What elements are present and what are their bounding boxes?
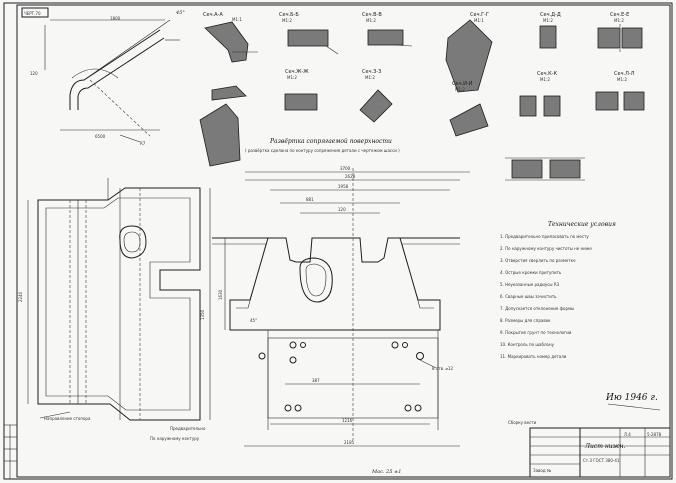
- dim-left-height: 2240: [18, 291, 23, 302]
- section-scale: М1:2: [366, 18, 376, 23]
- section-scale: М1:2: [455, 87, 465, 92]
- main-view: 3700 2628 1958 881 120 387 1216: [212, 166, 470, 447]
- section-label: Сеч.К-К: [537, 71, 557, 77]
- tech-line: 10. Контроль по шаблону: [500, 342, 555, 347]
- corner-stamp-box: [21, 7, 49, 18]
- corner-stamp: ЧЕРТ.70: [24, 11, 41, 16]
- tech-line: 6. Сварные швы зачистить: [500, 294, 557, 299]
- signature: Ию 1946 г.: [605, 393, 658, 403]
- svg-text:R7: R7: [140, 141, 146, 146]
- drawing-number: 5-2878: [647, 432, 662, 437]
- left-callout-2: Предварительно: [170, 426, 206, 431]
- section-e: Сеч.Д-Д М1:2: [539, 12, 561, 49]
- section-scale: М1:2: [617, 77, 627, 82]
- section-a-flange: [211, 85, 247, 101]
- bottom-note: Мас. 25 ±1: [371, 469, 401, 475]
- dim-right-height: 1350: [200, 309, 205, 320]
- svg-text:6500: 6500: [95, 134, 106, 139]
- section-label: Сеч.В-В: [362, 12, 382, 18]
- section-h: Сеч.З-З М1:2: [359, 69, 393, 123]
- left-plan-view: 2240 1350 Направление стопора Предварите…: [18, 178, 211, 431]
- tech-line: 7. Допускается отклонение формы: [500, 306, 574, 311]
- dim-top-inner: 1958: [338, 184, 349, 189]
- section-scale: М1:2: [540, 77, 550, 82]
- section-l: Сеч.Л-Л М1:2: [595, 71, 645, 111]
- section-scale: М1:2: [282, 18, 292, 23]
- dim-holes: 8 отв. ⌀12: [432, 366, 453, 371]
- section-label: Сеч.Д-Д: [540, 12, 561, 18]
- section-scale: М1:2: [287, 75, 297, 80]
- section-a-profile: [199, 103, 241, 167]
- tech-title: Технические условия: [548, 221, 616, 228]
- sheet-number: Л.4: [624, 432, 631, 437]
- svg-text:120: 120: [30, 71, 38, 76]
- development-title: Развёртка сопрягаемой поверхности: [269, 138, 392, 145]
- section-i: Сеч.И-И М1:2: [449, 81, 489, 137]
- angle-label: 45°: [250, 318, 257, 323]
- callout-contour: По наружному контуру: [150, 436, 200, 441]
- section-label: Сеч.И-И: [452, 81, 473, 87]
- outer-frame: [3, 2, 673, 480]
- section-f: Сеч.Е-Е М1:2: [597, 12, 643, 52]
- tech-line: 11. Маркировать номер детали: [500, 354, 567, 359]
- section-d: Сеч.Г-Г М1:1: [445, 12, 493, 93]
- section-label: Сеч.З-З: [362, 69, 381, 75]
- section-a: Сеч.А-А М1:1: [203, 12, 258, 63]
- svg-text:1800: 1800: [110, 16, 121, 21]
- tech-conditions: Технические условия 1. Предварительно пр…: [500, 221, 616, 359]
- section-label: Сеч.Б-Б: [279, 12, 299, 18]
- section-scale: М1:1: [232, 17, 242, 22]
- dim-bottom-b: 1216: [342, 418, 353, 423]
- svg-text:45°: 45°: [175, 10, 185, 16]
- section-k: Сеч.К-К М1:2: [519, 71, 561, 117]
- tech-line: 2. По наружному контуру чистоты не ниже: [500, 246, 592, 251]
- bent-profile-view: 45° 1800 120 6500 R7: [30, 10, 185, 146]
- tech-line: 9. Покрытие грунт по технологии: [500, 330, 572, 335]
- section-scale: М1:2: [365, 75, 375, 80]
- left-callout: Направление стопора: [44, 416, 91, 421]
- development-note: ( развёртка сделана по контуру сопряжени…: [245, 148, 400, 153]
- dim-bottom-c: 2185: [344, 440, 355, 445]
- dim-mid-a: 881: [306, 197, 314, 202]
- section-label: Сеч.Л-Л: [614, 71, 635, 77]
- title-name: Лист нижн.: [584, 443, 625, 450]
- dim-bottom-a: 387: [312, 378, 320, 383]
- dim-left-c: 1630: [218, 289, 223, 300]
- tech-line: 4. Острые кромки притупить: [500, 270, 562, 275]
- material: Ст.3 ГОСТ 380-41: [583, 458, 620, 463]
- section-scale: М1:1: [474, 18, 484, 23]
- dim-top-mid: 2628: [345, 174, 356, 179]
- section-c: Сеч.В-В М1:2: [362, 12, 413, 47]
- section-label: Сеч.Ж-Ж: [285, 69, 309, 75]
- inner-frame: [16, 4, 671, 478]
- tech-line: 8. Размеры для справок: [500, 318, 551, 323]
- dim-top-total: 3700: [340, 166, 351, 171]
- section-b: Сеч.Б-Б М1:2: [279, 12, 339, 55]
- section-scale: М1:2: [614, 18, 624, 23]
- section-label: Сеч.Г-Г: [470, 12, 489, 18]
- section-label: Сеч.Е-Е: [610, 12, 629, 18]
- section-stub: [505, 157, 585, 181]
- section-label: Сеч.А-А: [203, 12, 223, 18]
- section-g: Сеч.Ж-Ж М1:2: [284, 69, 318, 111]
- dim-mid-b: 120: [338, 207, 346, 212]
- tech-line: 3. Отверстия сверлить по разметке: [500, 258, 576, 263]
- section-scale: М1:2: [543, 18, 553, 23]
- title-block: Лист нижн. 5-2878 Л.4 Ст.3 ГОСТ 380-41 З…: [529, 427, 671, 478]
- tech-line: 5. Неуказанные радиусы R3: [500, 282, 560, 287]
- tech-line: 1. Предварительно припасовать по месту: [500, 234, 589, 239]
- callout-assembly: Сборку вести: [508, 420, 537, 425]
- organization: Завод №: [533, 468, 551, 473]
